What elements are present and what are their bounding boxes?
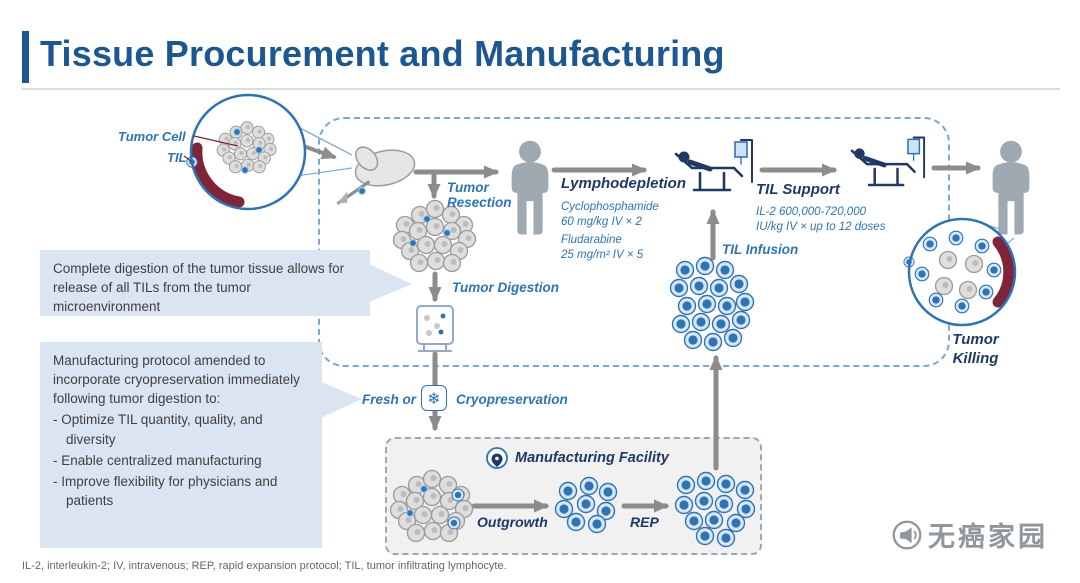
outgrowth-label: Outgrowth [477,514,548,530]
facility-pin-icon [486,447,508,469]
tumor-stroma-crescent [191,142,245,208]
tumor-killing-label: Tumor Killing [952,331,999,367]
tissue-dissociator-device [416,305,454,352]
til-support-block: TIL Support IL-2 600,000-720,000 IU/kg I… [756,181,885,235]
treatment-bed-lymphodepletion [676,140,752,190]
flow-arrows [304,145,981,513]
digestion-callout-text: Complete digestion of the tumor tissue a… [53,261,345,315]
tumor-digestion-label: Tumor Digestion [452,280,560,295]
footnote: IL-2, interleukin-2; IV, intravenous; RE… [22,560,507,572]
manufacturing-facility-title: Manufacturing Facility [515,450,669,466]
digestion-callout: Complete digestion of the tumor tissue a… [40,250,370,316]
watermark: 无癌家园 [892,515,1048,554]
drug2-name: Fludarabine [561,233,622,246]
drug1-name: Cyclophosphamide [561,201,659,213]
til-support-title: TIL Support [756,181,840,198]
treatment-bed-til-support [852,138,924,186]
protocol-callout: Manufacturing protocol amended to incorp… [40,342,322,548]
watermark-text: 无癌家园 [928,522,1048,552]
right-magnifier-inset [903,217,1017,327]
tumor-stroma-crescent [992,236,1015,308]
patient-figure-post-treatment [992,140,1030,235]
rep-label: REP [630,514,659,530]
callout-tails [321,264,412,418]
protocol-bullet: - Enable centralized manufacturing [53,452,262,468]
tumor-cell-label: Tumor Cell [118,129,186,144]
title-divider [22,88,1060,90]
til-support-dose1: IL-2 600,000-720,000 [756,206,866,218]
protocol-bullet: - Optimize TIL quantity, quality, and di… [53,412,263,447]
tumor-cell-leader-line [193,135,239,147]
left-magnifier-inset [183,93,353,211]
title-accent-bar [22,31,29,83]
rep-expansion-cluster [676,473,755,547]
til-infusion-cluster [671,258,754,351]
snowflake-icon: ❄ [421,385,447,411]
drug2-dose: 25 mg/m² IV × 5 [561,248,644,261]
protocol-bullet: - Improve flexibility for physicians and… [53,473,278,509]
cryopreservation-label: Cryopreservation [456,392,568,407]
megaphone-icon [892,520,922,549]
til-infusion-label: TIL Infusion [722,242,799,257]
lymphodepletion-block: Lymphodepletion Cyclophosphamide 60 mg/k… [561,175,686,263]
lymphodepletion-title: Lymphodepletion [561,175,686,192]
page-title: Tissue Procurement and Manufacturing [40,33,725,74]
hand-scalpel-illustration [336,146,416,205]
protocol-callout-intro: Manufacturing protocol amended to incorp… [53,353,300,407]
intermediate-til-cluster [556,478,617,533]
fresh-or-label: Fresh or [361,392,416,407]
til-leader-line [183,155,192,162]
tumor-resection-label: Tumor Resection [447,180,512,210]
outgrowth-cluster [391,471,473,542]
til-support-dose2: IU/kg IV × up to 12 doses [756,220,886,233]
tumor-digestion-cluster [394,201,476,272]
til-label: TIL [167,150,187,165]
drug1-dose: 60 mg/kg IV × 2 [561,215,642,228]
